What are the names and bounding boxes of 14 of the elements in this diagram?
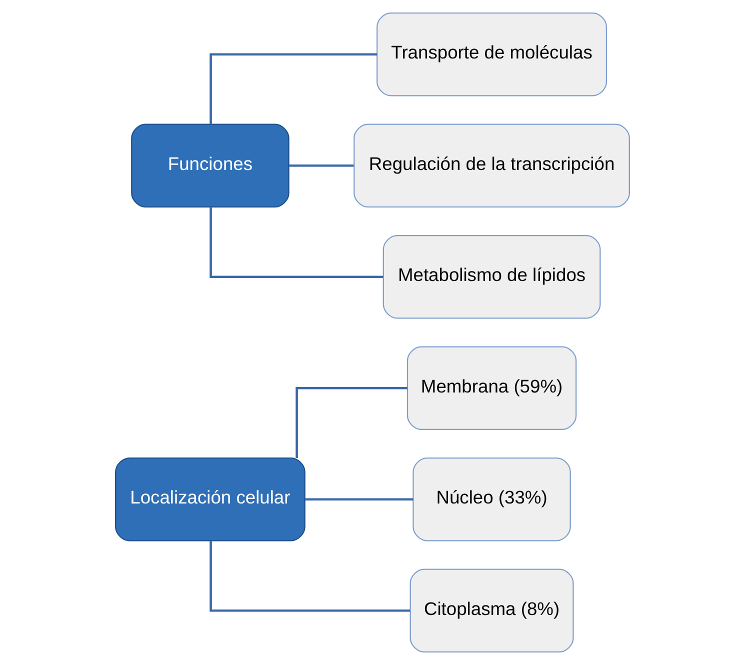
node-box: Citoplasma (8%): [409, 568, 574, 652]
connector: [295, 386, 407, 458]
node-box: Localización celular: [114, 458, 305, 542]
connector: [209, 540, 410, 612]
node-box: Metabolismo de lípidos: [382, 235, 600, 319]
node-box: Transporte de moléculas: [376, 12, 607, 96]
connector: [288, 164, 354, 167]
connector: [209, 207, 383, 278]
node-box: Núcleo (33%): [412, 458, 570, 542]
node-box: Membrana (59%): [406, 346, 576, 430]
connector: [209, 53, 377, 124]
node-box: Regulación de la transcripción: [353, 124, 630, 208]
node-box: Funciones: [130, 124, 289, 208]
connector: [304, 498, 413, 501]
